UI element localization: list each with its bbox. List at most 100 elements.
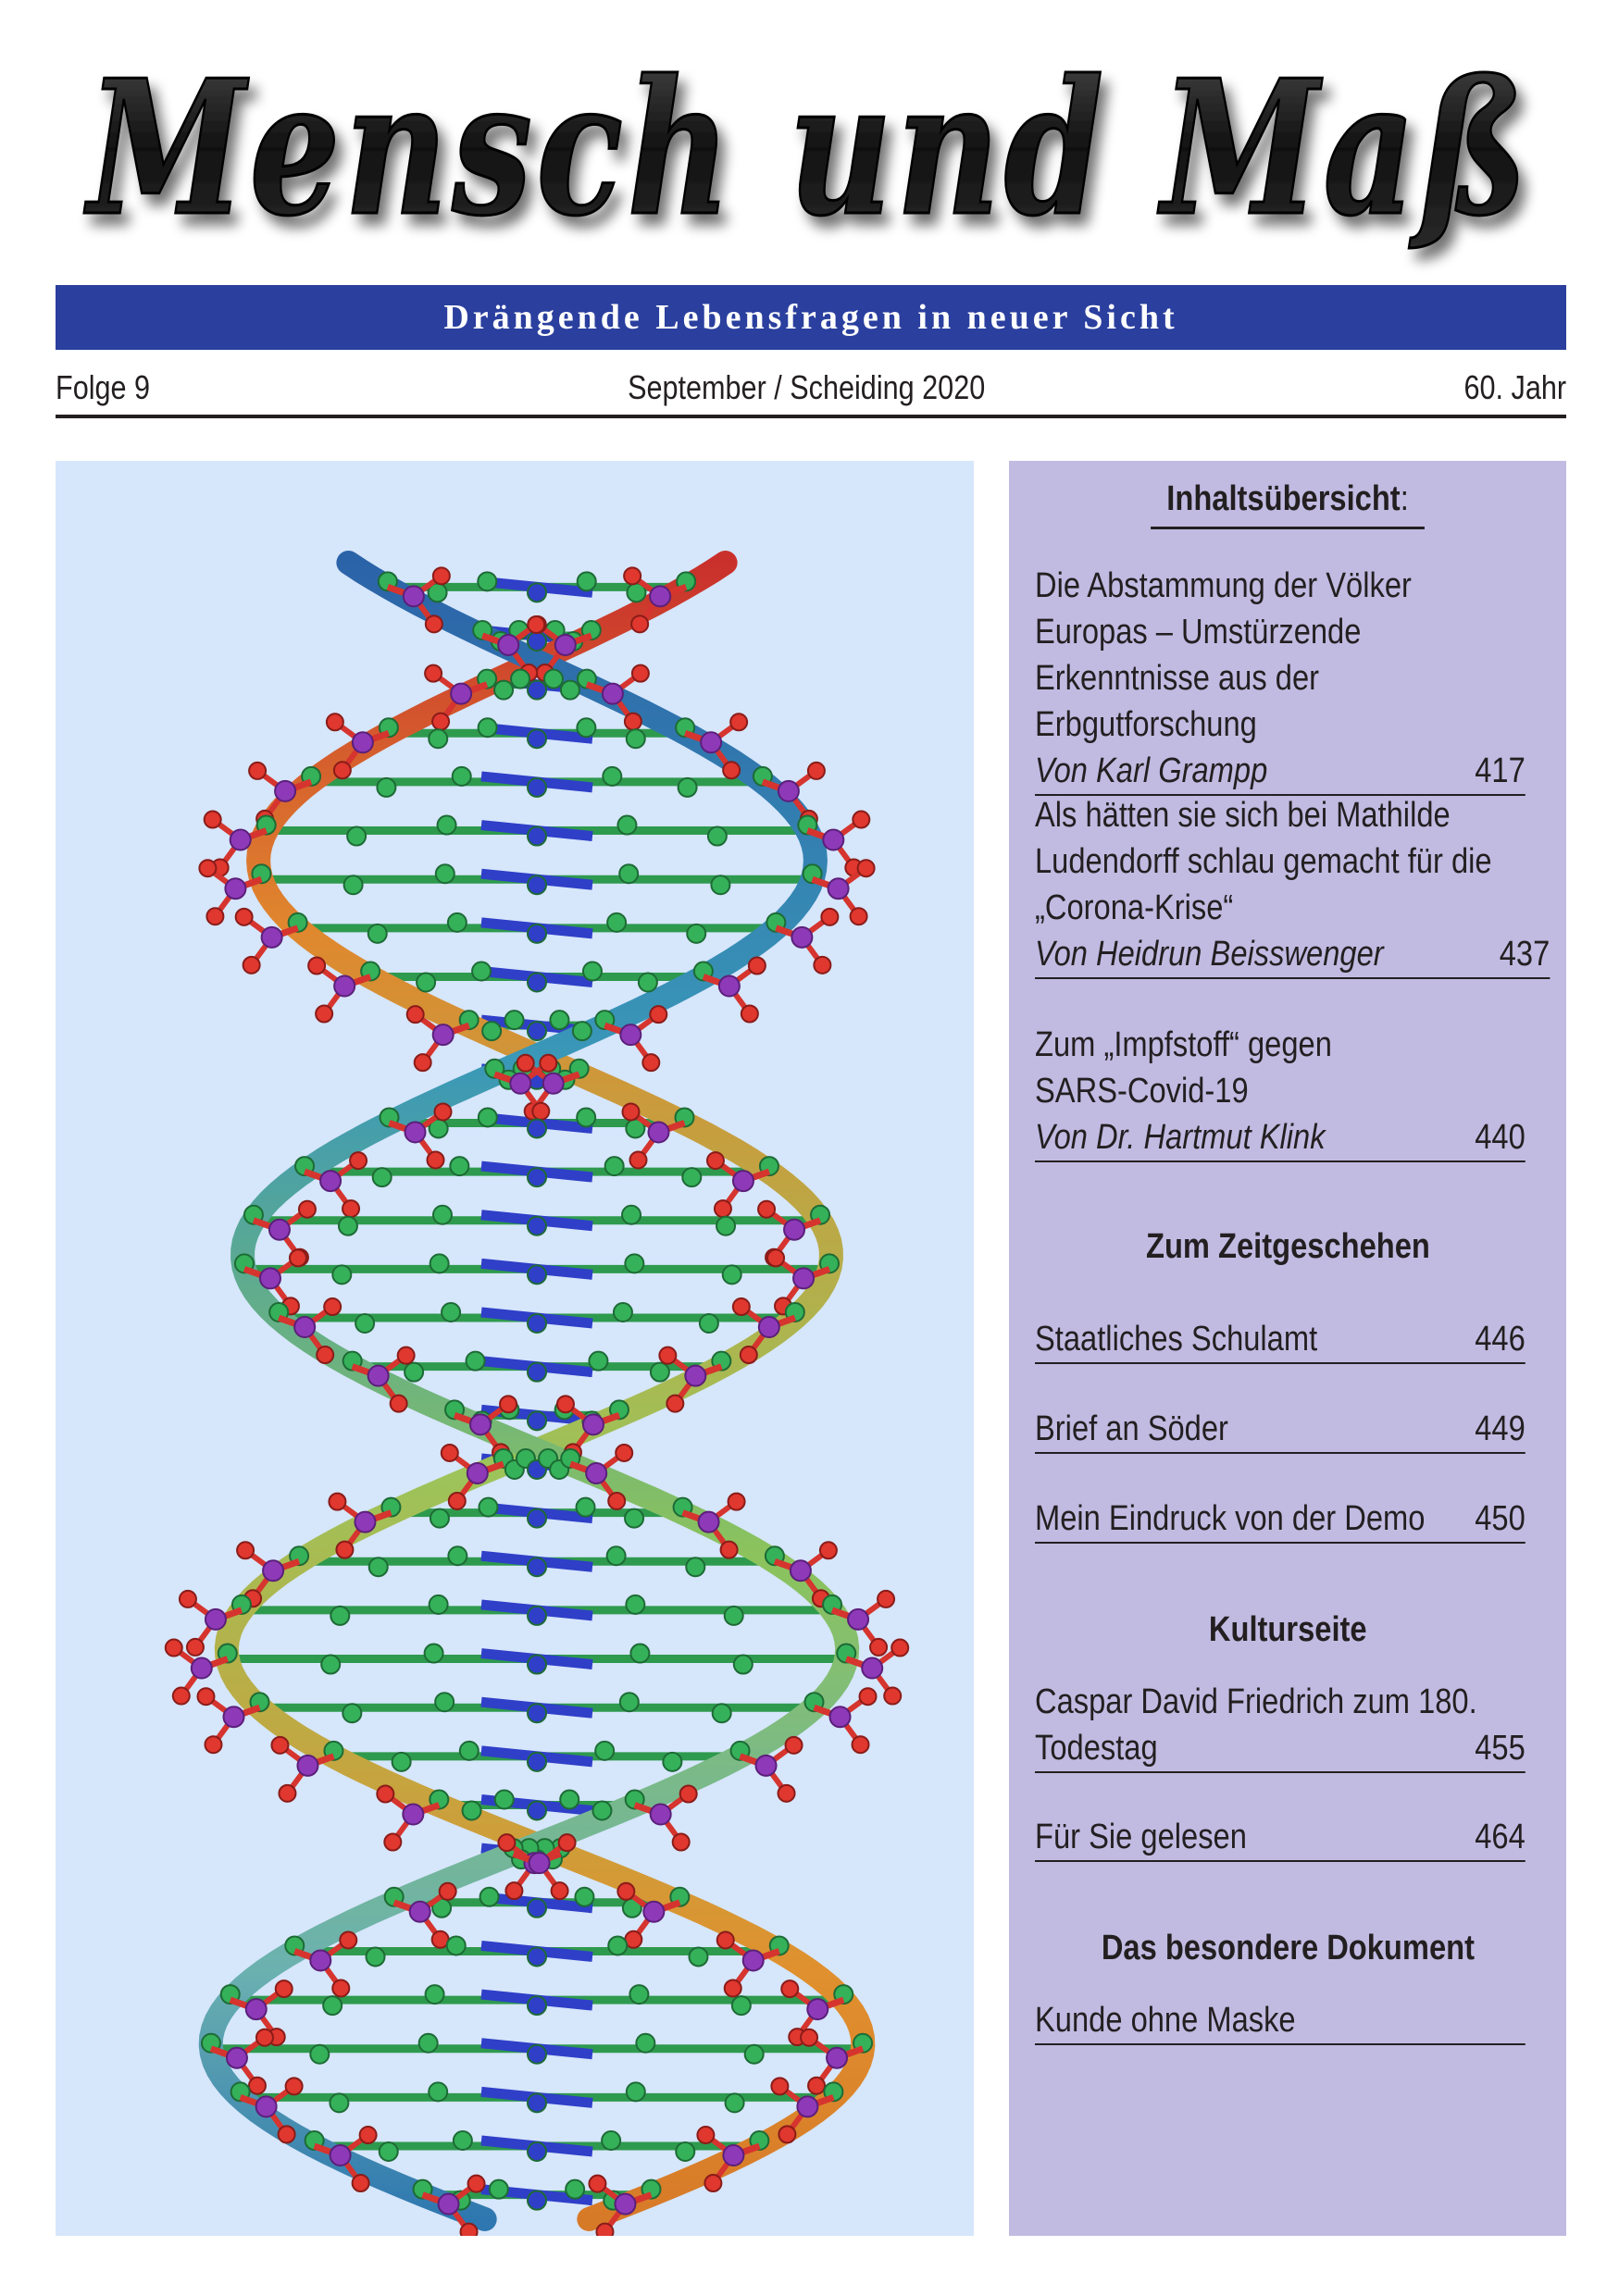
masthead: Mensch und Maß — [56, 37, 1564, 287]
article-author: Von Karl Grampp — [1035, 751, 1268, 790]
phosphate — [243, 1248, 307, 1316]
atom — [602, 765, 623, 787]
atom — [342, 1703, 363, 1724]
article-page: 417 — [1475, 751, 1526, 790]
atom — [527, 1021, 547, 1042]
atom — [424, 1984, 445, 2005]
atom — [346, 825, 367, 847]
phosphate — [325, 713, 391, 780]
phosphate — [481, 614, 546, 682]
atom — [527, 2092, 547, 2114]
section-heading: Kulturseite — [1009, 1610, 1566, 1650]
atom — [629, 1984, 650, 2005]
atom — [723, 1605, 744, 1626]
atom — [607, 1935, 629, 1956]
atom — [477, 1107, 498, 1128]
atom — [309, 2043, 330, 2065]
item-page: 455 — [1475, 1729, 1526, 1768]
issue-year: 60. Jahr — [1463, 368, 1566, 406]
atom — [581, 961, 603, 982]
phosphate — [303, 1151, 368, 1219]
atom — [527, 2190, 547, 2211]
phosphate — [811, 859, 876, 926]
atom — [698, 1313, 719, 1334]
atom — [479, 1886, 500, 1907]
atom — [493, 1789, 515, 1810]
atom — [371, 1167, 392, 1188]
atom — [574, 1886, 595, 1907]
phosphate — [569, 1443, 634, 1510]
atom — [527, 1800, 547, 1821]
atom — [527, 2141, 547, 2163]
phosphate — [633, 1784, 698, 1852]
atom — [527, 1508, 547, 1529]
atom — [458, 1740, 479, 1761]
item-title: Staatliches Schulamt — [1035, 1320, 1318, 1359]
atom — [685, 1557, 706, 1578]
atom — [549, 1010, 570, 1031]
atom — [378, 2141, 399, 2163]
atom — [649, 1361, 670, 1383]
atom — [604, 1156, 625, 1177]
atom — [447, 1545, 468, 1567]
toc-article[interactable]: Zum „Impfstoff“ gegen SARS-Covid-19 Von … — [1035, 1022, 1526, 1162]
toc-article[interactable]: Die Abstammung der Völker Europas – Umst… — [1035, 563, 1526, 796]
atom — [616, 814, 638, 836]
atom — [527, 2043, 547, 2065]
article-page: 440 — [1475, 1118, 1526, 1157]
atom — [625, 728, 646, 750]
toc-item[interactable]: Kunde ohne Maske — [1035, 1997, 1526, 2045]
toc-article[interactable]: Als hätten sie sich bei Mathilde Ludendo… — [1035, 792, 1551, 979]
phosphate — [328, 1492, 392, 1559]
phosphate — [421, 2174, 486, 2236]
atom — [618, 863, 640, 885]
atom — [527, 728, 547, 750]
phosphate — [196, 1687, 261, 1755]
dna-helix-illustration — [164, 551, 910, 2236]
atom — [452, 2130, 473, 2152]
atom — [711, 1703, 732, 1724]
toc-item[interactable]: Caspar David Friedrich zum 180. Todestag… — [1035, 1679, 1526, 1773]
item-page: 450 — [1475, 1499, 1526, 1538]
atom — [449, 1156, 470, 1177]
item-title-line: Caspar David Friedrich zum 180. — [1035, 1682, 1477, 1721]
atom — [445, 1935, 467, 1956]
subtitle: Drängende Lebensfragen in neuer Sicht — [443, 298, 1178, 337]
phosphate — [248, 761, 313, 828]
atom — [367, 1557, 389, 1578]
item-title: Brief an Söder — [1035, 1409, 1228, 1448]
atom — [571, 1021, 592, 1042]
section-heading-text: Zum Zeitgeschehen — [1145, 1227, 1430, 1266]
phosphate — [239, 2077, 304, 2144]
atom — [743, 2043, 765, 2065]
atom — [706, 825, 728, 847]
atom — [662, 1751, 683, 1772]
section-heading-text: Das besondere Dokument — [1101, 1929, 1475, 1967]
atom — [592, 1800, 613, 1821]
atom — [559, 679, 580, 701]
phosphate — [209, 2028, 274, 2095]
phosphate — [696, 2126, 761, 2193]
article-title: Als hätten sie sich bei Mathilde Ludendo… — [1035, 796, 1492, 927]
phosphate — [351, 1346, 416, 1413]
toc-title-text: Inhaltsübersicht — [1166, 479, 1401, 518]
atom — [451, 765, 472, 787]
section-heading-text: Kulturseite — [1208, 1610, 1367, 1649]
atom — [428, 728, 449, 750]
phosphate — [658, 1346, 723, 1413]
phosphate — [440, 1443, 504, 1510]
atom — [481, 1021, 503, 1042]
atom — [446, 912, 467, 933]
atom — [721, 1264, 742, 1285]
phosphate — [800, 2028, 865, 2095]
atom — [594, 1740, 616, 1761]
atom — [688, 1946, 709, 1967]
table-of-contents: Inhaltsübersicht: Die Abstammung der Völ… — [1009, 461, 1566, 2236]
atom — [527, 679, 547, 701]
issue-date: September / Scheiding 2020 — [627, 368, 986, 406]
atom — [576, 1107, 597, 1128]
